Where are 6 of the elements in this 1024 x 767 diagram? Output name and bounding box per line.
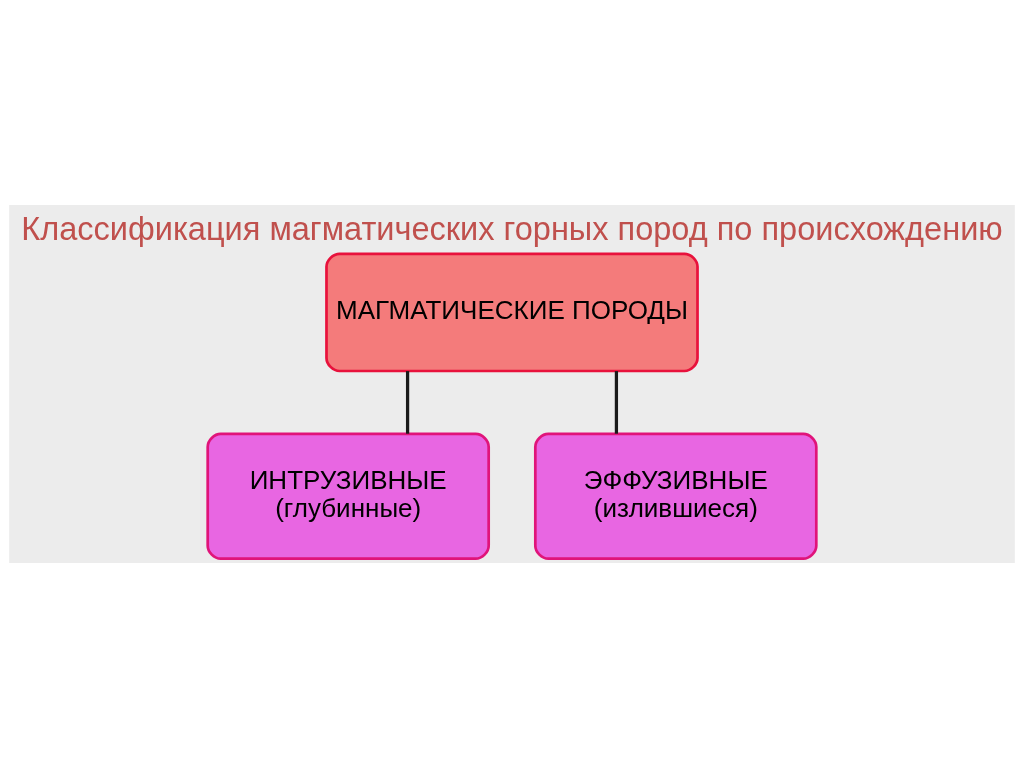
connector xyxy=(614,370,619,434)
diagram-title: Классификация магматических горных пород по происхождению xyxy=(21,210,1003,247)
connector xyxy=(405,370,410,434)
node-box: ИНТРУЗИВНЫЕ (глубинные) xyxy=(206,432,491,560)
node-box: ЭФФУЗИВНЫЕ (излившиеся) xyxy=(533,432,818,560)
node-box: МАГМАТИЧЕСКИЕ ПОРОДЫ xyxy=(325,251,699,372)
